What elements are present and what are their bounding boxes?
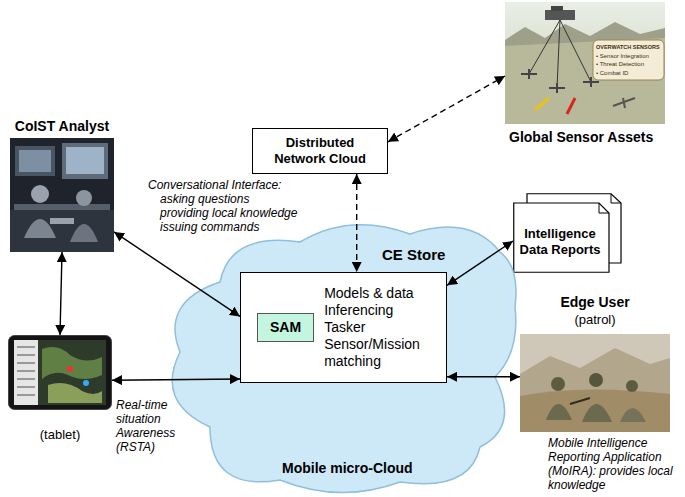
sensor-assets-node: Global Sensor Assets OVERWATCH SENSORS• S… <box>505 2 682 150</box>
document-label: Intelligence Data Reports <box>515 213 605 271</box>
inset-text: • Combat ID <box>596 69 628 77</box>
cloud-heading: CE Store <box>382 246 445 264</box>
analyst-node: CoIST Analyst <box>10 118 114 252</box>
tablet-picture <box>8 335 112 410</box>
edge-label: Mobile Intelligence Reporting Applicatio… <box>548 436 673 492</box>
box-label: Distributed Network Cloud <box>259 135 381 167</box>
tablet-node: (tablet) <box>8 335 112 448</box>
services-box: Models & data Inferencing Tasker Sensor/… <box>240 272 447 383</box>
node-caption: Global Sensor Assets <box>509 129 653 146</box>
edge-user-node: Edge User(patrol) <box>520 294 670 432</box>
inset-text: • Sensor Integration <box>596 52 649 60</box>
connector-arrow <box>60 252 62 335</box>
node-heading: CoIST Analyst <box>10 118 114 135</box>
inset-text: OVERWATCH SENSORS <box>596 43 660 51</box>
edge-label: Real-time situation Awareness (RSTA) <box>116 398 196 454</box>
connector-arrow <box>447 241 513 285</box>
edge-label: Conversational Interface: asking questio… <box>148 178 300 234</box>
report-document: Intelligence Data Reports <box>513 193 623 273</box>
network-cloud-box: Distributed Network Cloud <box>252 128 388 174</box>
inset-text: • Threat Detection <box>596 60 644 68</box>
analyst-photo <box>10 138 114 252</box>
services-list: Models & data Inferencing Tasker Sensor/… <box>324 285 434 370</box>
dashed-connector <box>356 174 357 272</box>
node-heading: Edge User <box>520 294 670 311</box>
sam-label: SAM <box>270 319 301 336</box>
connector-arrow <box>114 232 240 317</box>
sam-box: SAM <box>257 313 314 342</box>
micro-cloud: CE StoreMobile micro-Cloud Models & data … <box>150 212 570 495</box>
node-caption: (tablet) <box>8 427 112 443</box>
cloud-caption: Mobile micro-Cloud <box>282 460 413 476</box>
dashed-connector <box>388 76 505 142</box>
patrol-photo <box>520 334 670 432</box>
connector-arrow <box>447 376 520 377</box>
node-subheading: (patrol) <box>520 312 670 328</box>
connector-arrow <box>112 379 240 380</box>
